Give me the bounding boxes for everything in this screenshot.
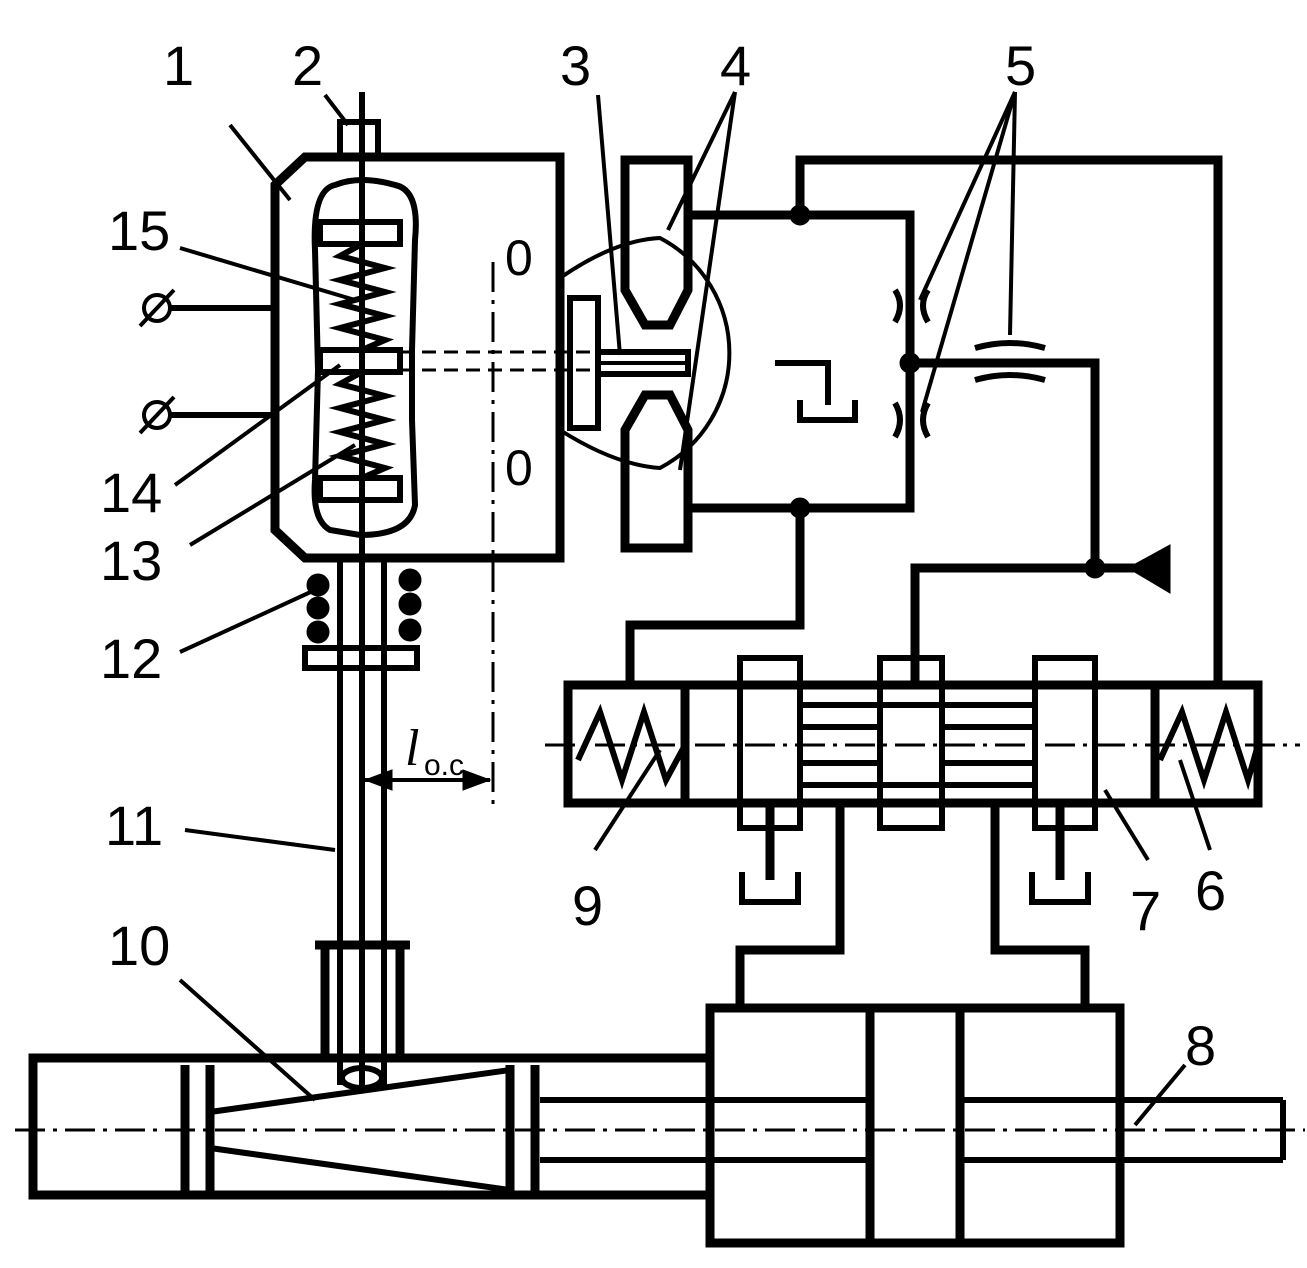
roller [339, 1065, 385, 1091]
drain-symbol-left [739, 872, 801, 905]
leader-5a [918, 91, 1017, 301]
leader-14 [173, 363, 342, 487]
terminal-slash-upper [138, 288, 176, 328]
leader-15 [179, 246, 356, 302]
cone-10-bottom [209, 1145, 511, 1193]
spring-12-plate [302, 645, 420, 671]
piston-8 [865, 1003, 965, 1248]
spring-13 [328, 369, 397, 481]
label-10: 10 [108, 914, 170, 977]
throttle-5-left-lower [892, 401, 903, 439]
leader-5b [920, 91, 1017, 413]
leader-3 [596, 94, 622, 356]
line-top-loop [795, 155, 1223, 685]
label-12: 12 [100, 627, 162, 690]
spring-12-coil-3 [306, 620, 330, 644]
leader-10 [178, 978, 317, 1102]
leader-7 [1103, 788, 1150, 862]
label-9: 9 [572, 874, 603, 937]
line-to-spool-left [625, 508, 805, 685]
drain-cup-nozzle [775, 360, 831, 405]
label-8: 8 [1185, 1014, 1216, 1077]
leader-8 [1133, 1063, 1187, 1127]
line-spool-to-cyl-left [735, 803, 845, 1008]
terminal-lower [142, 400, 172, 430]
top-gland [337, 119, 381, 157]
dimension-subscript: o.c [424, 749, 464, 782]
spring-6 [1157, 702, 1261, 791]
leader-11 [184, 828, 336, 852]
drain-symbol-right [1029, 872, 1091, 905]
label-11: 11 [105, 794, 163, 857]
throttle-5-left-upper [892, 288, 903, 324]
label-4: 4 [720, 34, 751, 97]
spool-land-center [877, 655, 945, 831]
throttle-5-right-upper [920, 288, 931, 324]
spring-15 [328, 241, 397, 353]
lower-spring-plate [317, 475, 403, 503]
nozzle-4-upper [620, 155, 693, 330]
label-1: 1 [163, 34, 194, 97]
throttle-5-mid-bottom [974, 372, 1046, 383]
spring-chamber [311, 177, 419, 539]
line-to-supply [910, 358, 1100, 568]
leader-13 [188, 443, 357, 547]
nozzle-4-lower [620, 390, 693, 553]
leader-2 [323, 93, 350, 127]
label-14: 14 [100, 461, 162, 524]
leader-12 [179, 588, 316, 654]
label-13: 13 [100, 529, 162, 592]
line-spool-to-cyl-right [990, 803, 1090, 1008]
throttle-5-mid-top [974, 340, 1046, 351]
label-7: 7 [1130, 879, 1161, 942]
semicircle-housing [558, 235, 732, 471]
label-5: 5 [1005, 34, 1036, 97]
terminal-slash-lower [138, 395, 176, 435]
spool-body [563, 680, 1263, 808]
cylinder-8 [705, 1003, 1125, 1248]
label-3: 3 [560, 34, 591, 97]
feedback-body [28, 1053, 715, 1200]
drain-symbol-nozzle [797, 400, 858, 423]
line-lower-nozzle [688, 363, 915, 513]
terminal-upper [142, 293, 172, 323]
leader-9 [593, 748, 662, 852]
cone-10-top [209, 1067, 511, 1115]
spring-12-coil-2 [306, 596, 330, 620]
supply-arrow [1126, 544, 1171, 594]
spring-12-coil-5 [398, 592, 422, 616]
leader-4a [666, 91, 737, 231]
leader-1 [228, 123, 292, 202]
housing-1 [270, 152, 565, 563]
leader-5c [1008, 91, 1017, 336]
dimension-arrow-right [462, 769, 492, 791]
rod-guide-bushing [315, 940, 410, 1060]
spring-12-coil-4 [398, 568, 422, 592]
flapper-bracket [567, 295, 601, 431]
junction-top [789, 204, 811, 226]
spool-land-right [1032, 655, 1098, 831]
dimension-arrow-left [363, 769, 393, 791]
label-2: 2 [292, 34, 323, 97]
label-15: 15 [108, 199, 170, 262]
label-6: 6 [1195, 859, 1226, 922]
spring-12-coil-6 [398, 618, 422, 642]
leader-6 [1178, 759, 1212, 851]
dimension-label: l [405, 720, 419, 777]
line-upper-nozzle [688, 210, 915, 363]
zero-marker-top: 0 [505, 230, 533, 286]
junction-supply [1084, 557, 1106, 579]
leader-4b [678, 91, 737, 471]
line-supply-header [910, 563, 1165, 685]
zero-marker-bottom: 0 [505, 440, 533, 496]
spring-9 [575, 702, 688, 790]
throttle-5-right-lower [920, 401, 931, 439]
